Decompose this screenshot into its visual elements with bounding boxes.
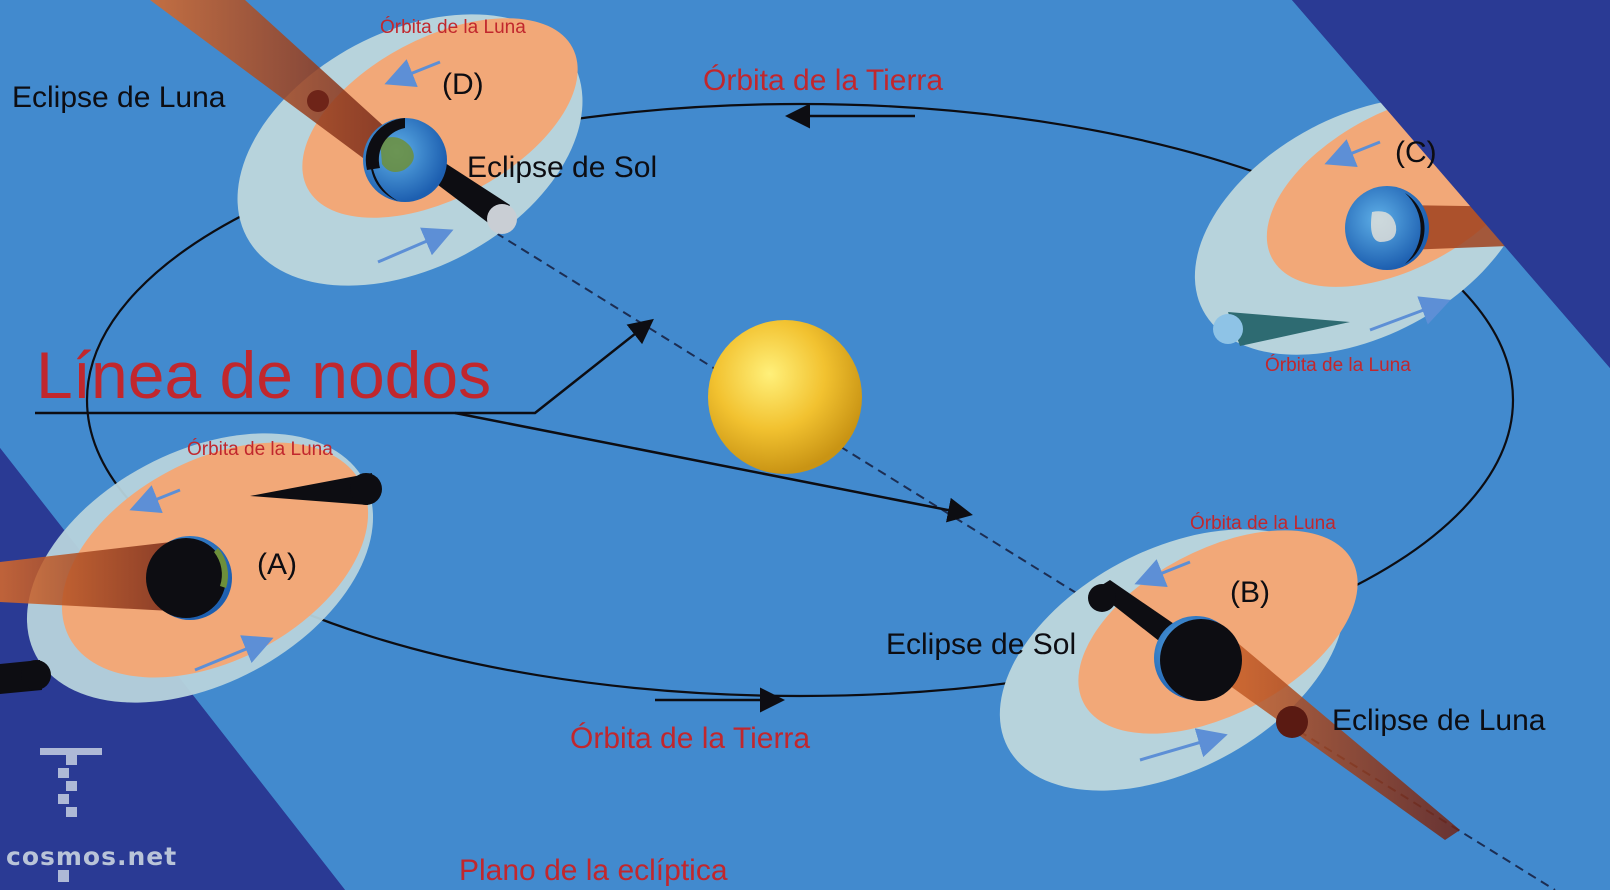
shadow-cone-icon	[150, 0, 410, 178]
moon-icon	[21, 660, 51, 690]
earth-orbit-label-top: Órbita de la Tierra	[703, 64, 944, 97]
position-d-label: (D)	[442, 68, 484, 101]
arrow-icon	[194, 635, 274, 672]
shadow-cone-icon	[1228, 312, 1350, 346]
position-a-label: (A)	[257, 548, 297, 581]
moon-icon	[1276, 706, 1308, 738]
line-of-nodes-pointer	[454, 411, 973, 523]
solar-eclipse-label-b: Eclipse de Sol	[886, 628, 1077, 661]
arrow-icon	[1134, 559, 1191, 588]
moon-orbit-label-a: Órbita de la Luna	[187, 439, 333, 460]
position-a	[0, 433, 382, 703]
position-d	[150, 0, 583, 286]
moon-orbit-label-b: Órbita de la Luna	[1190, 513, 1336, 534]
sun-icon	[708, 320, 862, 474]
position-b-label: (B)	[1230, 576, 1270, 609]
arrow-icon	[384, 59, 441, 88]
moon-icon	[1088, 584, 1116, 612]
earth-orbit-label-bottom: Órbita de la Tierra	[570, 722, 811, 755]
solar-eclipse-label-d: Eclipse de Sol	[467, 151, 658, 184]
arrow-icon	[377, 227, 454, 264]
moon-icon	[350, 473, 382, 505]
watermark-text: cosmos.net	[6, 842, 178, 871]
moon-orbit-label-d: Órbita de la Luna	[380, 17, 526, 38]
arrow-icon	[1369, 296, 1451, 332]
moon-icon	[1213, 314, 1243, 344]
shadow-cone-icon	[1180, 628, 1460, 840]
arrow-icon	[129, 485, 181, 514]
lunar-eclipse-label-d: Eclipse de Luna	[12, 81, 226, 114]
moon-icon	[487, 204, 517, 234]
lunar-eclipse-label-b: Eclipse de Luna	[1332, 704, 1546, 737]
background-corner-top-right	[1292, 0, 1610, 368]
shadow-cone-icon	[250, 473, 372, 505]
line-of-nodes-label: Línea de nodos	[36, 338, 492, 412]
arrow-icon	[1139, 728, 1228, 762]
ecliptic-plane-label: Plano de la eclíptica	[459, 854, 728, 887]
cosmos-logo-icon	[40, 748, 102, 882]
line-of-nodes-pointer	[35, 318, 654, 415]
moon-icon	[307, 90, 329, 112]
moon-orbit-label-c: Órbita de la Luna	[1265, 355, 1411, 376]
position-b	[999, 529, 1460, 840]
position-c-label: (C)	[1395, 136, 1437, 169]
shadow-cone-icon	[0, 540, 190, 612]
arrow-icon	[1324, 139, 1381, 168]
